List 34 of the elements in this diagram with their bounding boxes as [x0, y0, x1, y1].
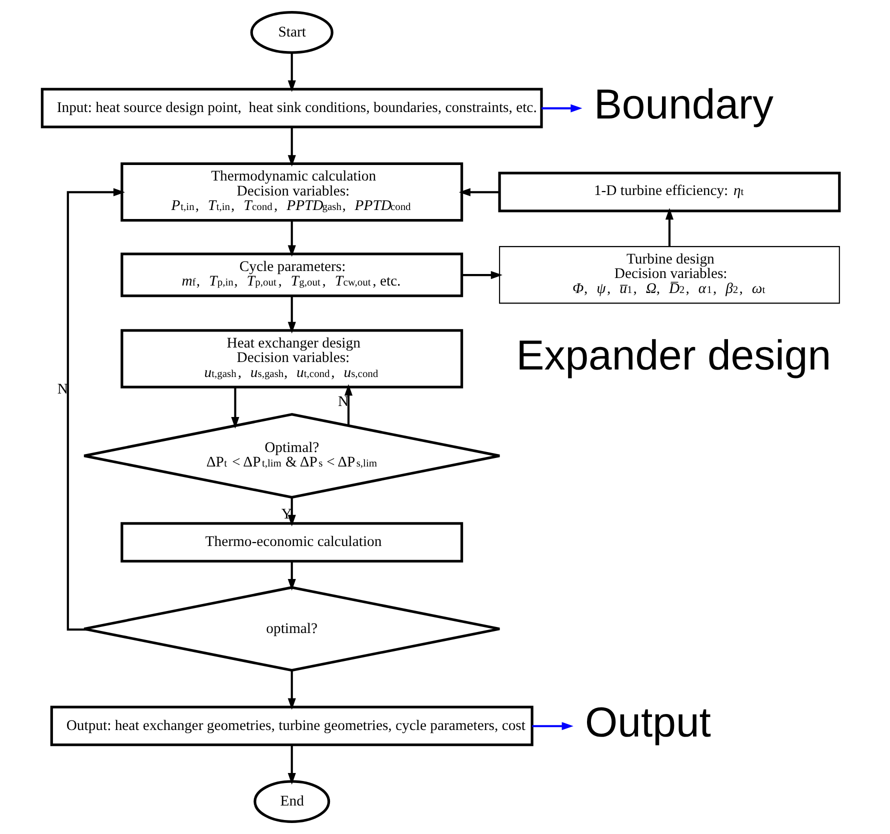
edge-label: N — [338, 394, 349, 410]
node-ellipse: Start — [250, 11, 334, 54]
arrow — [66, 188, 125, 631]
node-text: Boundary — [594, 80, 774, 128]
edge-label: N — [57, 381, 68, 398]
node-box: Heat exchanger design Decision variables: ut,gash, us,gash, ut,cond, us,cond — [120, 329, 464, 388]
label: Expander design — [516, 331, 832, 378]
arrow — [288, 562, 296, 591]
arrow — [288, 52, 296, 92]
node-box: Turbine design Decision variables: Φ, ψ, u̅1, Ω, D̅2, α1, β2, ωt — [499, 246, 840, 304]
arrow — [288, 296, 296, 334]
edge-label: Y — [281, 506, 292, 522]
arrow — [344, 384, 353, 426]
node-text: Output — [585, 698, 711, 746]
node-box: Cycle parameters: mf, Tp,in, Tp,out, Tg,out, Tcw,out, etc. — [120, 252, 464, 298]
node-ellipse: End — [254, 780, 330, 823]
arrow — [288, 745, 296, 785]
node-box: Input: heat source design point, heat sink conditions, boundaries, constraints, etc. — [40, 88, 543, 128]
arrow — [532, 722, 574, 730]
arrow — [462, 271, 502, 280]
arrow — [542, 104, 582, 112]
node-diamond: optimal? — [82, 586, 501, 672]
arrow — [288, 670, 296, 710]
arrow — [288, 498, 296, 526]
arrow — [288, 127, 296, 167]
arrow — [665, 208, 674, 246]
arrow — [288, 220, 296, 257]
arrow — [458, 188, 500, 196]
node-box: Thermodynamic calculation Decision variables: Pt,in, Tt,in, Tcond, PPTDgash, PPTDcond — [120, 162, 464, 222]
node-box: 1-D turbine efficiency: ηt — [498, 172, 841, 212]
node-box: Output: heat exchanger geometries, turbine geometries, cycle parameters, cost — [50, 706, 534, 746]
node-diamond: Optimal? ΔPt < ΔPt,lim & ΔPs < ΔPs,lim — [82, 413, 501, 499]
arrow — [231, 387, 240, 429]
node-box: Thermo-economic calculation — [120, 522, 464, 563]
